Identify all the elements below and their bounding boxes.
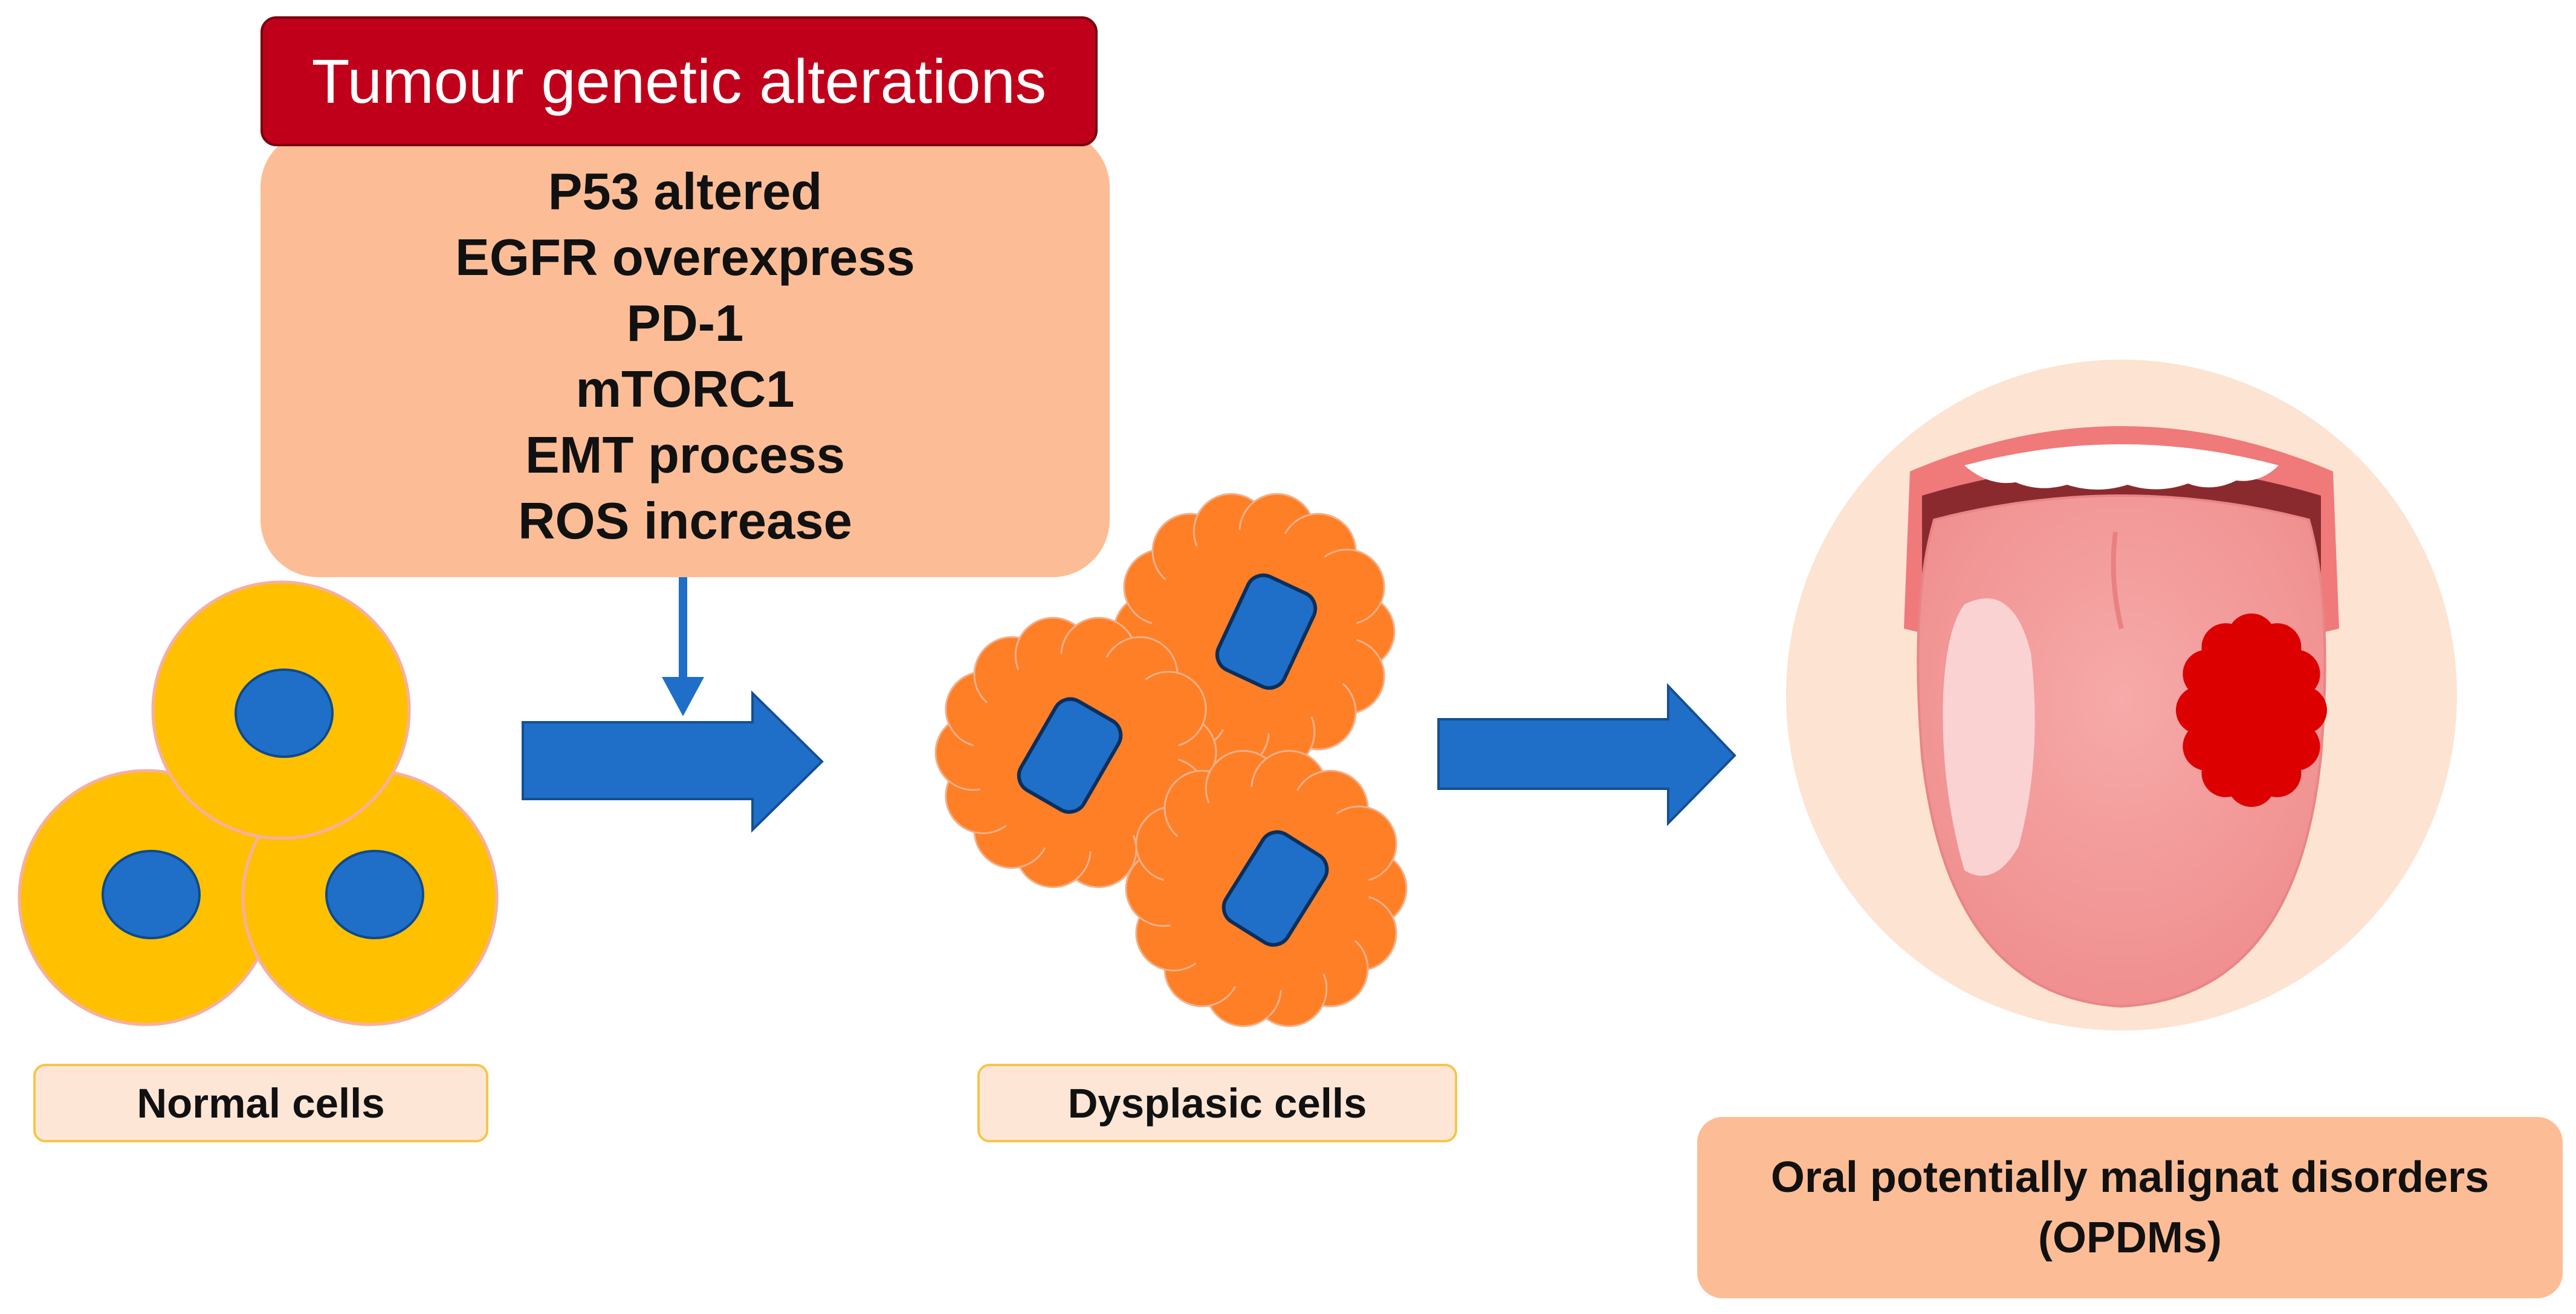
dysplasic-cells-group [934, 493, 1408, 1028]
dysplasic-cell-nucleus [1215, 573, 1318, 690]
red-lesion [2176, 613, 2327, 807]
dysplasic-cell-nucleus [1222, 830, 1329, 947]
alteration-egfr: EGFR overexpress [455, 229, 915, 286]
dysplasic-cell-bottom [1125, 749, 1408, 1028]
alteration-emt: EMT process [525, 427, 846, 484]
normal-cell-nucleus [102, 850, 201, 939]
normal-cells-label: Normal cells [33, 1064, 488, 1142]
dysplasic-cells-text: Dysplasic cells [1067, 1079, 1367, 1127]
white-lesion [1943, 598, 2035, 876]
alteration-mtorc1: mTORC1 [575, 361, 795, 418]
alteration-pd1: PD-1 [626, 295, 744, 352]
dysplasic-cell-nucleus [1017, 697, 1123, 814]
opdm-text-line2: (OPDMs) [2038, 1214, 2222, 1262]
dysplasic-cells-label: Dysplasic cells [977, 1064, 1457, 1142]
genetic-alterations-title: Tumour genetic alterations [311, 46, 1047, 116]
genetic-alterations-box: P53 altered EGFR overexpress PD-1 mTORC1… [261, 130, 1110, 577]
alteration-ros: ROS increase [518, 493, 852, 550]
progression-arrow-2 [1437, 683, 1736, 826]
red-lesion-body [2200, 638, 2303, 783]
normal-cells-text: Normal cells [137, 1079, 385, 1127]
oral-cavity-illustration [1786, 360, 2457, 1031]
opdm-label: Oral potentially malignat disorders (OPD… [1697, 1117, 2563, 1298]
normal-cell-nucleus [325, 850, 424, 939]
tongue-median-groove [2111, 531, 2124, 629]
normal-cells-group [18, 580, 499, 1026]
genetic-alterations-header: Tumour genetic alterations [261, 16, 1098, 146]
normal-cell-nucleus [235, 668, 334, 758]
opdm-text-line1: Oral potentially malignat disorders [1770, 1153, 2490, 1202]
alteration-p53: P53 altered [548, 163, 823, 221]
alteration-down-arrow [662, 577, 704, 716]
teeth [1964, 444, 2279, 490]
progression-arrow-1 [522, 690, 824, 833]
